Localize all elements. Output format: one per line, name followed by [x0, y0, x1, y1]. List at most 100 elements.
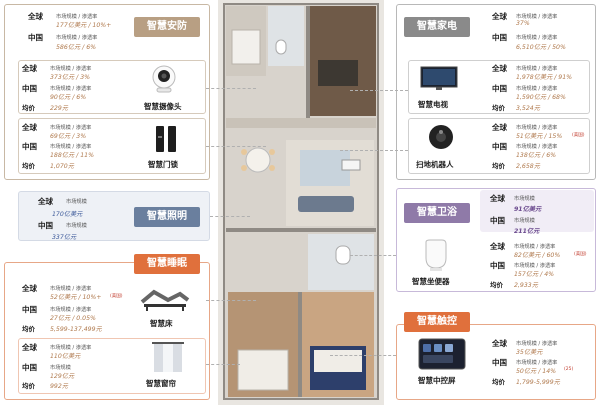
bed-global-sub: 市场规模 / 渗透率 [50, 286, 92, 292]
appliance-title: 智慧家电 [404, 17, 470, 37]
camera-global-label: 全球 [22, 64, 37, 73]
robot-name: 扫地机器人 [416, 160, 454, 169]
toilet-avg-label: 均价 [490, 281, 503, 289]
bed-avg-value: 5,599-137,499元 [50, 326, 102, 333]
robot-global-label: 全球 [492, 123, 507, 132]
bath-summary-bg [480, 190, 594, 232]
floor-plan-illustration [218, 0, 384, 405]
security-title: 智慧安防 [134, 17, 200, 37]
bed-china-label: 中国 [22, 305, 37, 314]
connector-lighting [210, 216, 250, 217]
tv-china-label: 中国 [492, 84, 507, 93]
bath-global-sub: 市场规模 [514, 196, 535, 202]
toilet-global-note: (美国) [574, 252, 587, 257]
security-china-value: 586亿元 / 6% [56, 44, 97, 51]
sleep-title: 智慧睡眠 [134, 254, 200, 274]
toilet-global-label: 全球 [490, 242, 505, 251]
curtain-panel [18, 338, 206, 394]
smart-lock-icon [156, 126, 176, 152]
camera-global-value: 373亿元 / 3% [50, 74, 91, 81]
curtain-name: 智慧窗帘 [146, 379, 176, 388]
smart-toilet-icon [425, 239, 447, 271]
robot-global-sub: 市场规模 / 渗透率 [516, 125, 558, 131]
smart-bed-icon [140, 289, 190, 311]
camera-panel [18, 60, 206, 114]
connector-curtain [206, 364, 240, 365]
bed-global-label: 全球 [22, 284, 37, 293]
tv-china-value: 1,590亿元 / 68% [516, 94, 566, 101]
touch-panel [396, 324, 596, 400]
toilet-china-sub: 市场规模 / 渗透率 [514, 263, 556, 269]
screen-name: 智慧中控屏 [418, 376, 456, 385]
connector-tv [350, 90, 408, 91]
appliance-global-value: 37% [516, 20, 530, 27]
lock-china-label: 中国 [22, 142, 37, 151]
bath-title: 智慧卫浴 [404, 203, 470, 223]
smart-curtain-icon [152, 342, 184, 372]
connector-camera [206, 88, 256, 89]
security-china-label: 中国 [28, 33, 43, 42]
appliance-china-label: 中国 [492, 33, 507, 42]
lock-global-label: 全球 [22, 123, 37, 132]
lock-avg-value: 1,070元 [50, 163, 74, 170]
camera-global-sub: 市场规模 / 渗透率 [50, 66, 92, 72]
security-summary-panel [4, 4, 210, 180]
camera-china-sub: 市场规模 / 渗透率 [50, 86, 92, 92]
tv-global-value: 1,978亿美元 / 91% [516, 74, 573, 81]
bath-china-label: 中国 [490, 216, 505, 225]
tv-panel [408, 60, 590, 114]
security-global-sub: 市场规模 / 渗透率 [56, 14, 98, 20]
screen-global-label: 全球 [492, 339, 507, 348]
toilet-china-label: 中国 [490, 261, 505, 270]
robot-global-value: 51亿美元 / 15% [516, 133, 563, 140]
control-screen-icon [418, 338, 466, 370]
robot-avg-value: 2,658元 [516, 163, 540, 170]
robot-china-value: 138亿元 / 6% [516, 152, 557, 159]
robot-panel [408, 118, 590, 174]
bath-global-value: 91亿美元 [514, 206, 542, 213]
screen-china-note: (25) [564, 367, 574, 372]
camera-china-value: 90亿元 / 6% [50, 94, 87, 101]
connector-bed [206, 300, 256, 301]
curtain-avg-value: 992元 [50, 383, 68, 390]
toilet-china-value: 157亿元 / 4% [514, 271, 555, 278]
lock-china-value: 188亿元 / 11% [50, 152, 94, 159]
screen-china-label: 中国 [492, 358, 507, 367]
bed-china-value: 27亿元 / 0.05% [50, 315, 96, 322]
lighting-global-label: 全球 [38, 197, 53, 206]
bath-panel [396, 188, 596, 292]
security-china-sub: 市场规模 / 渗透率 [56, 35, 98, 41]
lighting-global-sub: 市场规模 [66, 199, 87, 205]
bath-china-sub: 市场规模 [514, 218, 535, 224]
lighting-china-value: 337亿元 [52, 234, 77, 241]
toilet-global-sub: 市场规模 / 渗透率 [514, 244, 556, 250]
curtain-global-label: 全球 [22, 343, 37, 352]
lighting-china-label: 中国 [38, 221, 53, 230]
screen-avg-label: 均价 [492, 378, 505, 386]
lighting-china-sub: 市场规模 [66, 223, 87, 229]
curtain-global-value: 110亿美元 [50, 353, 81, 360]
curtain-global-sub: 市场规模 / 渗透率 [50, 345, 92, 351]
lock-name: 智慧门锁 [148, 160, 178, 169]
toilet-avg-value: 2,933元 [514, 282, 538, 289]
lock-panel [18, 118, 206, 174]
bed-global-note: (美国) [110, 294, 123, 299]
toilet-name: 智慧坐便器 [412, 277, 450, 286]
tv-avg-label: 均价 [492, 104, 505, 112]
appliance-global-label: 全球 [492, 12, 507, 21]
tv-global-sub: 市场规模 / 渗透率 [516, 66, 558, 72]
lighting-title: 智慧照明 [134, 207, 200, 227]
robot-china-sub: 市场规模 / 渗透率 [516, 144, 558, 150]
curtain-china-sub: 市场规模 [50, 365, 71, 371]
appliance-panel [396, 4, 596, 180]
camera-name: 智慧摄像头 [144, 102, 182, 111]
tv-avg-value: 3,524元 [516, 105, 540, 112]
sleep-panel [4, 262, 210, 400]
bed-china-sub: 市场规模 / 渗透率 [50, 307, 92, 313]
smart-tv-icon [420, 66, 458, 90]
appliance-china-sub: 市场规模 / 渗透率 [516, 35, 558, 41]
bath-global-label: 全球 [490, 194, 505, 203]
connector-screen [330, 355, 396, 356]
curtain-china-label: 中国 [22, 363, 37, 372]
security-global-label: 全球 [28, 12, 43, 21]
